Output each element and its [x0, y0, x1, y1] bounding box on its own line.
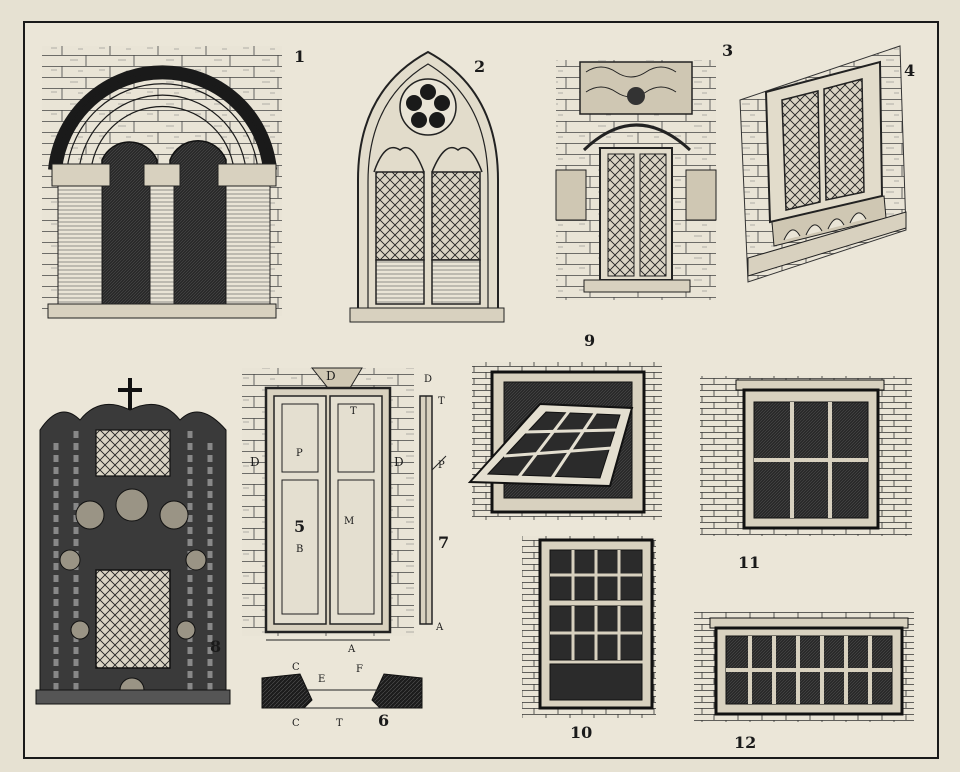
figure-number: 4	[904, 61, 915, 80]
letter-left: D	[250, 455, 260, 469]
figure-number: 2	[474, 57, 485, 76]
figure-8-manueline-window: 8	[35, 378, 231, 705]
letter-a: A	[435, 622, 444, 633]
letter-panel-top: T	[350, 406, 357, 417]
letter-c2: C	[292, 718, 300, 729]
figure-2-gothic-window: 2	[349, 50, 505, 323]
letter-panel: P	[296, 448, 303, 459]
figure-number: 3	[722, 41, 733, 60]
letter-bottom: A	[347, 644, 356, 655]
figure-number: 12	[734, 733, 756, 752]
figure-number: 8	[210, 637, 221, 656]
letter-t: T	[438, 396, 445, 407]
figure-9-awning-window: 9	[467, 331, 662, 520]
figure-12-transom-window: 12	[694, 612, 914, 752]
figure-7-window-side-section: D T P A 7	[419, 374, 449, 633]
figure-number: 7	[438, 533, 449, 552]
letter-right: D	[394, 455, 404, 469]
figure-4-leaded-casement-window: 4	[739, 45, 915, 283]
figure-number: 5	[294, 517, 305, 536]
figure-5-shutter-casement-window: D D D T P M B A 5	[242, 367, 414, 655]
figure-10-sash-window: 10	[522, 536, 656, 742]
letter-bead: B	[296, 544, 303, 555]
figure-number: 6	[378, 711, 389, 730]
figure-1-romanesque-window: 1	[42, 46, 305, 319]
letter-e: E	[318, 674, 325, 685]
figure-6-window-jamb-section: C E F C T 6	[261, 662, 423, 730]
figure-3-renaissance-window: 3	[555, 41, 733, 300]
figure-number: 10	[570, 723, 592, 742]
letter-f: F	[356, 664, 363, 675]
figure-number: 9	[584, 331, 595, 350]
figure-number: 1	[294, 47, 305, 66]
letter-mullion: M	[344, 516, 354, 527]
letter-d: D	[424, 374, 432, 385]
figure-11-cross-frame-window: 11	[700, 376, 912, 572]
figure-number: 11	[738, 553, 760, 572]
letter-t: T	[336, 718, 343, 729]
letter-p: P	[438, 460, 445, 471]
letter-top: D	[326, 369, 336, 383]
letter-c1: C	[292, 662, 300, 673]
